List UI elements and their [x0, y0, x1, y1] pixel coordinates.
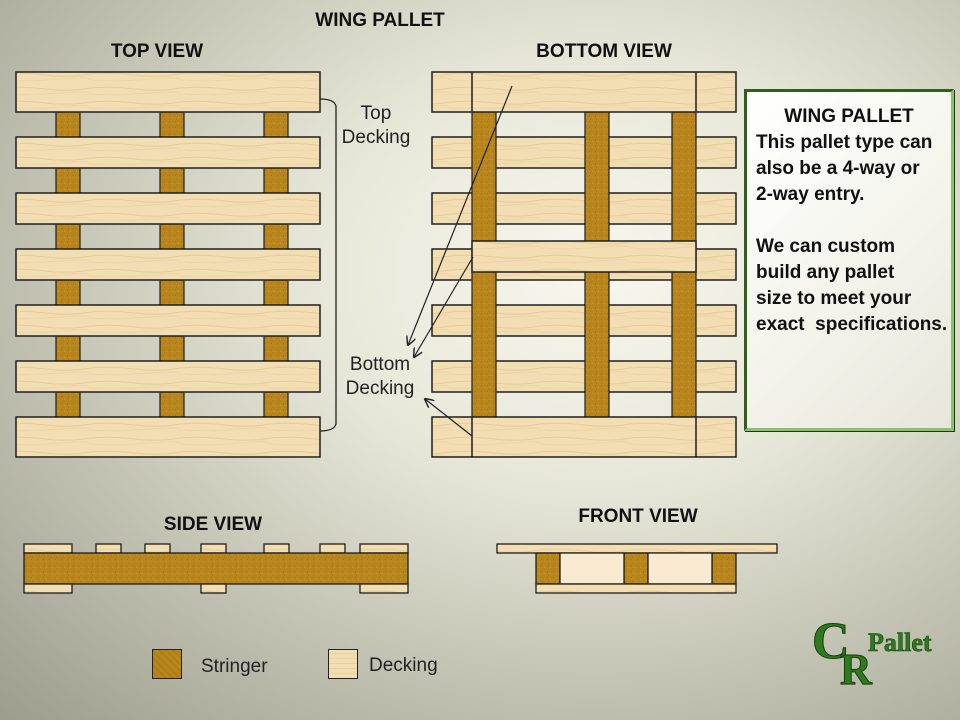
front-view-title: FRONT VIEW	[578, 506, 698, 527]
bottom-view	[431, 71, 737, 458]
top-decking-label-line1: Top	[360, 103, 392, 124]
legend-stringer-swatch	[152, 649, 182, 679]
info-box-line: also be a 4-way or	[756, 158, 920, 179]
side-view-stringer	[23, 552, 409, 585]
info-box-line: We can custom	[756, 236, 896, 257]
svg-text:R: R	[840, 645, 873, 688]
legend-stringer-label: Stringer	[201, 656, 268, 677]
bottom-view-center-board	[471, 240, 697, 273]
legend-decking-label: Decking	[369, 655, 438, 676]
svg-text:Pallet: Pallet	[868, 628, 932, 657]
info-box-line: exact specifications.	[756, 314, 948, 335]
page-title: WING PALLET	[315, 10, 445, 31]
side-view-title: SIDE VIEW	[163, 514, 263, 535]
top-decking-label-line2: Decking	[341, 127, 411, 148]
top-view-title: TOP VIEW	[110, 41, 204, 62]
info-box-gap	[756, 208, 951, 234]
top-view-deck-boards	[15, 71, 321, 458]
info-box: WING PALLET This pallet type can also be…	[744, 89, 954, 431]
decking-brace	[319, 98, 337, 432]
info-box-line: build any pallet	[756, 262, 895, 283]
svg-text:C: C	[812, 613, 850, 670]
annotation-arrows	[408, 85, 513, 437]
side-view	[23, 543, 409, 594]
company-logo: C R Pallet	[812, 613, 933, 689]
legend-decking-swatch	[328, 649, 358, 679]
bottom-decking-label: Bottom Decking	[346, 353, 415, 401]
info-box-heading: WING PALLET	[784, 106, 914, 127]
bottom-view-title: BOTTOM VIEW	[536, 41, 672, 62]
info-box-line: size to meet your	[756, 288, 912, 309]
bottom-decking-label-line1: Bottom	[349, 354, 411, 375]
bottom-view-end-boards	[431, 71, 737, 458]
front-view-bottom-board	[535, 583, 737, 594]
top-view	[15, 71, 321, 458]
side-view-bottom-boards	[23, 583, 409, 594]
top-decking-label: Top Decking	[342, 102, 411, 150]
info-box-line: 2-way entry.	[756, 184, 865, 205]
info-box-line: This pallet type can	[756, 132, 933, 153]
front-view	[496, 543, 778, 594]
bottom-decking-label-line2: Decking	[345, 378, 415, 399]
side-view-top-boards	[23, 543, 409, 554]
front-view-top-board	[496, 543, 778, 554]
